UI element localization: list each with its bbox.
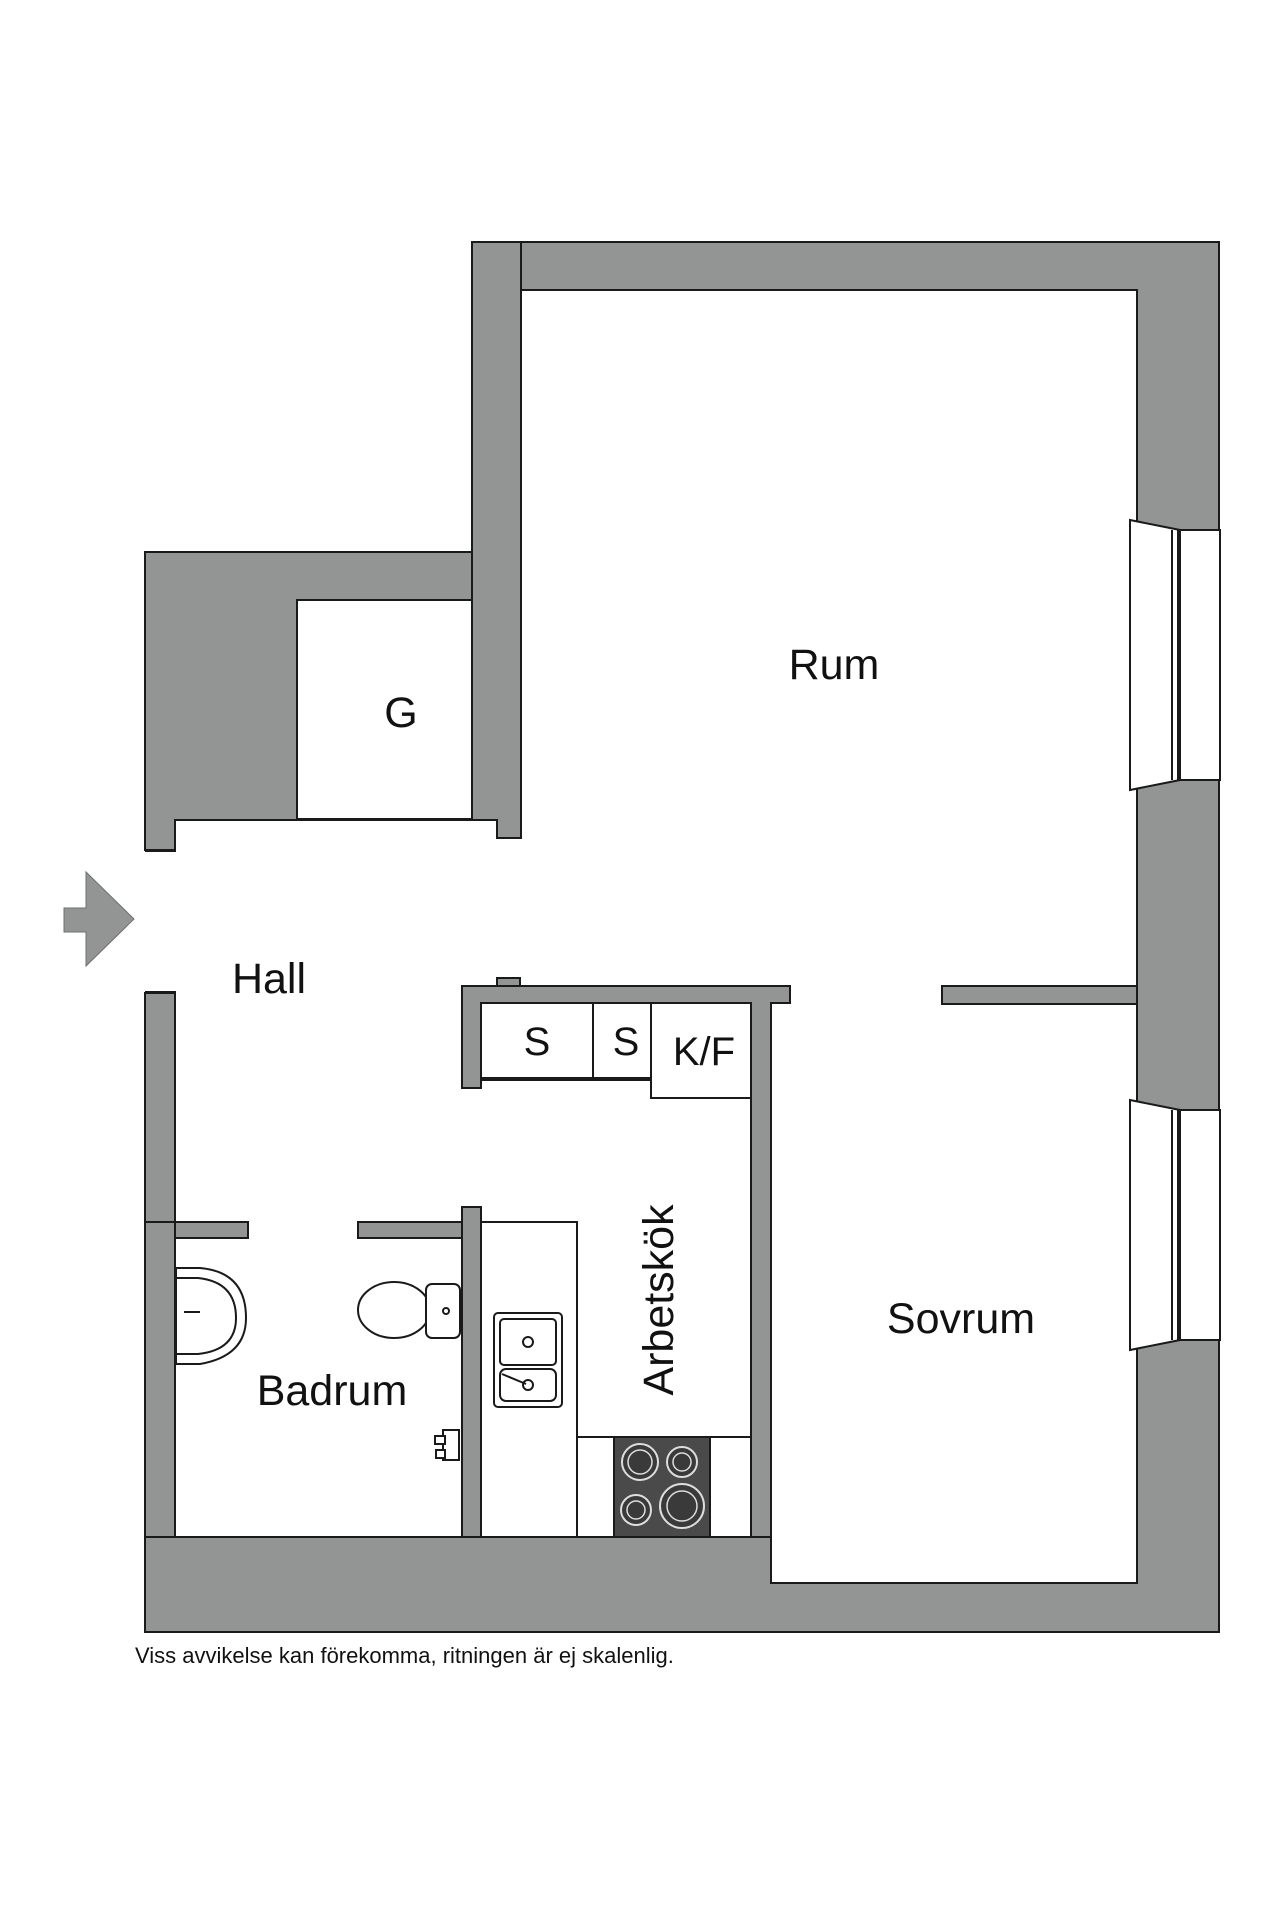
hall-floor: [176, 821, 519, 1238]
room-label-kf: K/F: [673, 1030, 735, 1074]
window-upper: [1129, 518, 1221, 792]
hall-left-wall: [144, 992, 176, 1223]
room-label-rum: Rum: [789, 641, 880, 689]
badrum-door-gap: [249, 1222, 357, 1238]
room-label-badrum: Badrum: [257, 1367, 408, 1415]
faucet-icon: [434, 1429, 460, 1461]
washbasin-icon: [175, 1267, 248, 1365]
counter-kf: [650, 1002, 752, 1099]
entrance-arrow-icon: [63, 870, 135, 968]
sink-icon: [493, 1312, 563, 1408]
entrance-gap: [144, 851, 176, 992]
room-label-g: G: [384, 689, 417, 737]
room-label-hall: Hall: [232, 955, 306, 1003]
room-label-s1: S: [524, 1020, 551, 1064]
stove-icon: [613, 1436, 711, 1538]
bump: [496, 977, 521, 987]
room-label-sovrum: Sovrum: [887, 1295, 1035, 1343]
sovrum-wall: [941, 985, 1138, 1005]
badrum-top-wall-a: [174, 1221, 249, 1239]
room-label-arbetskok: Arbetskök: [635, 1204, 683, 1396]
toilet-icon: [357, 1281, 461, 1339]
badrum-top-wall-b: [357, 1221, 463, 1239]
window-lower: [1129, 1098, 1221, 1352]
rum-left-wall: [471, 241, 522, 839]
room-label-s2: S: [613, 1020, 640, 1064]
disclaimer-text: Viss avvikelse kan förekomma, ritningen …: [135, 1643, 674, 1668]
badrum-kitchen-wall: [461, 1206, 482, 1538]
counter-s1: [480, 1002, 594, 1079]
counter-s2: [592, 1002, 652, 1079]
